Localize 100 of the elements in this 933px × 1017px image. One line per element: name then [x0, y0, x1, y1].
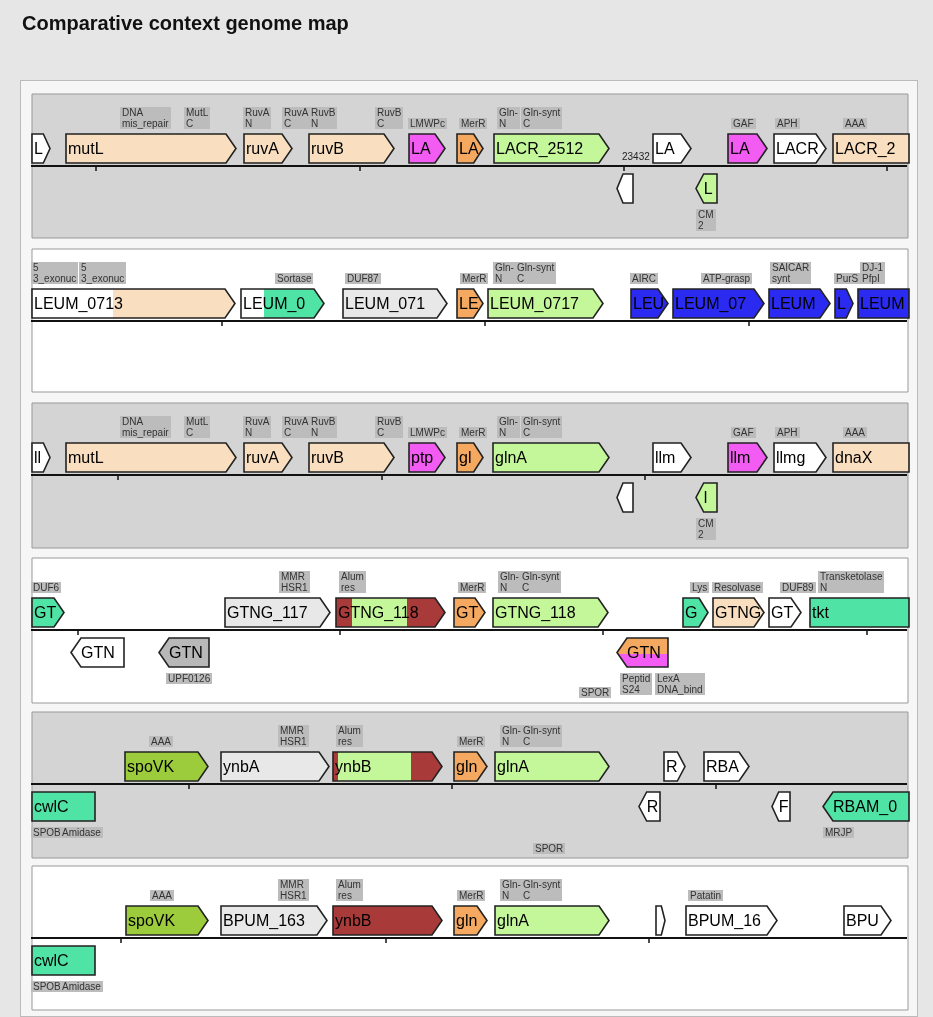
domain-label: APH: [775, 427, 800, 438]
gene-block: [494, 751, 610, 782]
domain-label: RuvB N: [309, 416, 338, 438]
domain-label: SAICAR synt: [770, 262, 812, 284]
gene-name: GTNG_118: [495, 603, 576, 623]
domain-label: MRJP: [823, 827, 855, 838]
domain-label: Amidase: [60, 827, 103, 838]
gene-block: [220, 751, 330, 782]
gene-name: gl: [459, 448, 472, 468]
gene-name: cwlC: [34, 797, 69, 817]
gene-block: [832, 133, 910, 164]
domain-label: AIRC: [630, 273, 658, 284]
gene-name: LEUM_071: [345, 294, 426, 314]
domain-label: APH: [775, 118, 800, 129]
domain-label: MerR: [459, 427, 488, 438]
gene-name: llmg: [776, 448, 806, 468]
domain-label: ATP-grasp: [701, 273, 753, 284]
gene-block: [773, 133, 827, 164]
gene-name: BPU: [846, 911, 879, 931]
domain-label: Gln-synt C: [515, 262, 557, 284]
domain-label: GAF: [731, 427, 756, 438]
gene-name: LACR: [776, 139, 819, 159]
gene-name: ptp: [411, 448, 434, 468]
gene-name: GT: [34, 603, 57, 623]
domain-label: MerR: [458, 582, 487, 593]
domain-label: DUF87: [345, 273, 381, 284]
track-panel: [31, 711, 909, 859]
domain-label: SPOR: [579, 687, 612, 698]
gene-name: glnA: [495, 448, 528, 468]
gene-name: glnA: [497, 757, 530, 777]
domain-label: Gln- N: [497, 107, 520, 129]
domain-label: MerR: [457, 736, 486, 747]
gene-name: GTNG: [715, 603, 762, 623]
gene-name: LACR_2512: [496, 139, 584, 159]
gene-name: L: [34, 139, 43, 159]
domain-label: RuvA N: [243, 107, 271, 129]
domain-label: Transketolase N: [818, 571, 885, 593]
gene-block: [685, 905, 778, 936]
domain-label: AAA: [150, 890, 174, 901]
gene-block: [224, 597, 331, 628]
gene-name: LEUM: [771, 294, 816, 314]
domain-label: Gln-synt C: [520, 571, 562, 593]
gene-block: [31, 288, 236, 319]
gene-block: [832, 442, 910, 473]
domain-label: Gln-synt C: [521, 725, 563, 747]
domain-label: MMR HSR1: [279, 571, 310, 593]
gene-block: [332, 905, 443, 936]
gene-block: [65, 442, 237, 473]
gene-name: GTN: [81, 643, 115, 663]
gene-name: gln: [456, 911, 478, 931]
domain-label: DUF89: [780, 582, 816, 593]
domain-label: Gln- N: [500, 725, 523, 747]
gene-name: GT: [771, 603, 794, 623]
domain-label: GAF: [731, 118, 756, 129]
gene-name: ynbB: [335, 911, 372, 931]
gene-block: [243, 442, 293, 473]
gene-name: LEU: [633, 294, 665, 314]
gene-name: ruvB: [311, 139, 344, 159]
domain-label: MerR: [457, 890, 486, 901]
gene-block: [773, 442, 827, 473]
gene-block: [243, 133, 293, 164]
gene-name: L: [837, 294, 846, 314]
gene-block: [220, 905, 328, 936]
domain-label: Lys: [690, 582, 710, 593]
gene-name: RBAM_0: [833, 797, 898, 817]
domain-label: Patatin: [688, 890, 724, 901]
gene-name: ruvA: [246, 448, 279, 468]
domain-label: MMR HSR1: [278, 879, 309, 901]
gene-block: [768, 288, 831, 319]
gene-name: G: [685, 603, 698, 623]
gene-name: llm: [730, 448, 751, 468]
domain-label: RuvA N: [243, 416, 271, 438]
domain-label: DUF6: [31, 582, 62, 593]
gene-block: [492, 597, 609, 628]
domain-label: Gln- N: [500, 879, 523, 901]
gene-block: [655, 905, 666, 936]
gene-name: LEUM: [860, 294, 905, 314]
gene-block: [65, 133, 237, 164]
gene-block: [672, 288, 765, 319]
gene-name: RBA: [706, 757, 739, 777]
domain-label: Gln- N: [497, 416, 520, 438]
domain-label: Gln-synt C: [521, 416, 563, 438]
gene-name: tkt: [812, 603, 829, 623]
gene-name: R: [666, 757, 678, 777]
track-panel: [31, 557, 909, 704]
gene-block: [712, 597, 765, 628]
page-title: Comparative context genome map: [22, 12, 349, 35]
gene-name: gln: [456, 757, 478, 777]
domain-label: Sortase: [275, 273, 314, 284]
gene-name: BPUM_16: [688, 911, 761, 931]
domain-label: Alum res: [336, 879, 363, 901]
gene-block: [31, 945, 96, 976]
gene-block: [822, 791, 910, 822]
domain-label: Resolvase: [712, 582, 763, 593]
domain-label: MutL C: [184, 416, 210, 438]
gene-name: LA: [655, 139, 675, 159]
gene-name: llm: [655, 448, 676, 468]
domain-label: RuvA C: [282, 416, 310, 438]
domain-label: Alum res: [339, 571, 366, 593]
track-panel: [31, 248, 909, 393]
